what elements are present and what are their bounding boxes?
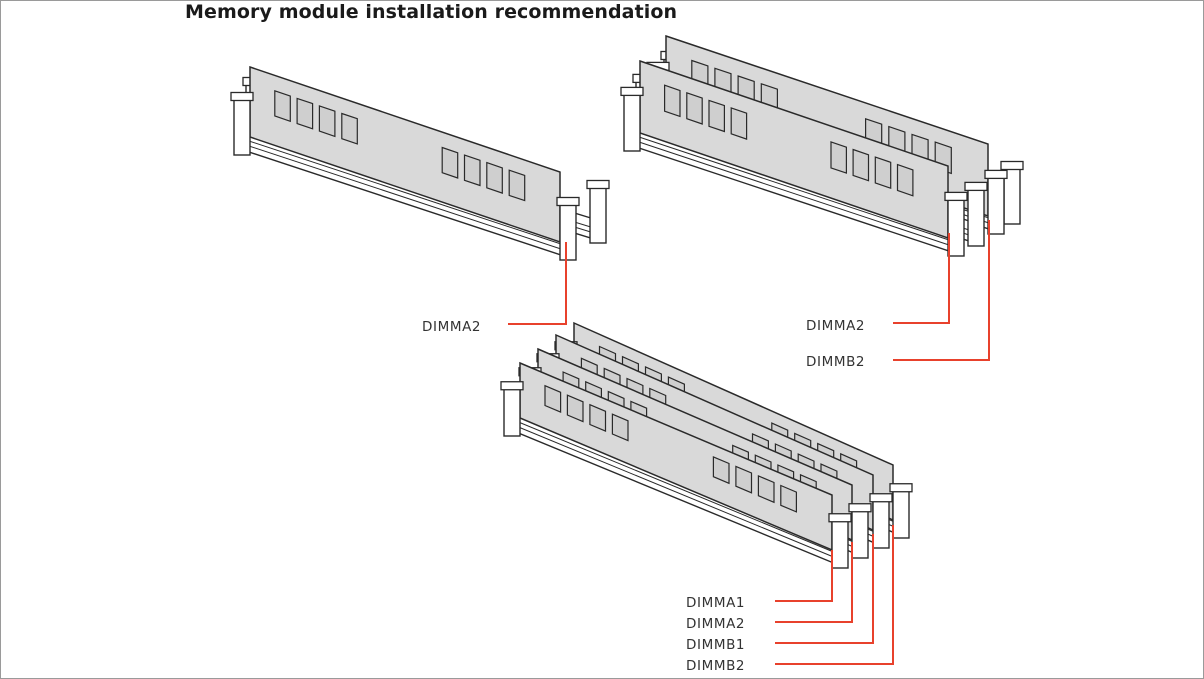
memory-chip [757, 474, 775, 504]
memory-chip [730, 107, 748, 140]
memory-chip [896, 163, 914, 197]
memory-chip [589, 403, 607, 433]
slot-latch-right [987, 175, 1005, 235]
memory-chip [830, 141, 848, 174]
memory-chip [318, 105, 336, 138]
slot-latch-left [233, 97, 251, 156]
slot-latch-right-tab [869, 493, 893, 503]
config-1-label-dimma2: DIMMA2 [422, 319, 481, 335]
memory-chip [735, 465, 753, 494]
leader-line [775, 534, 874, 644]
memory-chip [712, 455, 730, 485]
slot-latch-right-tab [889, 483, 913, 493]
config-3-leaders [775, 525, 894, 665]
memory-chip [486, 161, 503, 194]
slot-latch-right [589, 185, 607, 244]
config-1-leaders [508, 242, 567, 325]
memory-chip [508, 169, 526, 202]
slot-latch-right [559, 202, 577, 261]
slot-latch-left [623, 92, 641, 152]
slot-latch-right [851, 509, 869, 559]
slot-latch-right-tab [556, 196, 580, 207]
memory-chip [274, 89, 291, 123]
slot-groove [515, 420, 837, 554]
config-3-label-dimmb2: DIMMB2 [686, 658, 745, 674]
slot-latch-right-tab [848, 503, 872, 513]
slot-latch-right-tab [1000, 160, 1024, 171]
memory-chip [441, 146, 459, 179]
slot-latch-right [831, 519, 849, 569]
slot-latch-left-tab [230, 91, 254, 102]
slot-latch-right-tab [984, 169, 1008, 180]
memory-chip [611, 413, 629, 442]
slot-groove [515, 425, 837, 559]
slot-latch-right [947, 197, 965, 257]
memory-chip [544, 384, 562, 414]
leader-line [775, 525, 894, 665]
slot-latch-left-tab [620, 86, 644, 97]
config-3-label-dimma1: DIMMA1 [686, 595, 745, 611]
memory-chip [708, 99, 726, 133]
memory-chip [686, 91, 703, 125]
slot-latch-right-tab [944, 191, 968, 202]
config-2-label-dimma2: DIMMA2 [806, 318, 865, 334]
slot-latch-left [503, 387, 521, 437]
diagram-title: Memory module installation recommendatio… [185, 1, 678, 23]
config-single-module [230, 65, 610, 261]
slot-latch-right-tab [964, 181, 988, 192]
leader-line [893, 220, 990, 361]
slot-groove [635, 135, 953, 242]
memory-chip [852, 148, 870, 182]
memory-chip [874, 156, 892, 190]
slot-latch-right [967, 187, 985, 247]
config-four-modules [500, 321, 913, 569]
memory-chip [663, 84, 681, 118]
slot-latch-right-tab [828, 513, 852, 523]
leader-line [775, 550, 833, 602]
memory-chip [566, 394, 584, 423]
config-2-label-dimmb2: DIMMB2 [806, 354, 865, 370]
memory-chip [341, 112, 358, 145]
config-3-label-dimmb1: DIMMB1 [686, 637, 745, 653]
slot-groove [245, 139, 565, 246]
memory-chip [780, 484, 798, 513]
config-2-leaders [893, 220, 990, 361]
config-two-modules [620, 34, 1024, 257]
leader-line [508, 242, 567, 325]
memory-chip [463, 154, 481, 187]
slot-latch-right [872, 499, 890, 549]
config-3-label-dimma2: DIMMA2 [686, 616, 745, 632]
slot-groove [635, 140, 953, 247]
slot-groove [245, 144, 565, 251]
leader-line [893, 233, 950, 324]
slot-latch-right [892, 489, 910, 539]
slot-latch-left-tab [500, 381, 524, 391]
memory-chip [296, 97, 314, 130]
slot-latch-right-tab [586, 179, 610, 190]
leader-line [775, 542, 853, 623]
